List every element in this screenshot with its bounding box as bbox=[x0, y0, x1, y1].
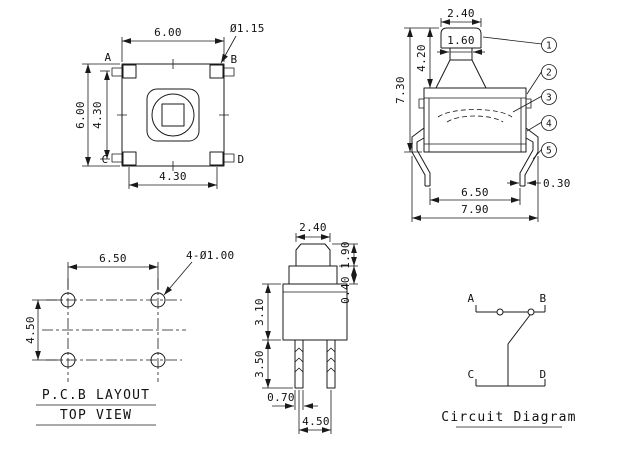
stem-cap bbox=[440, 27, 482, 48]
callout-3: 3 bbox=[512, 89, 557, 113]
terminal-a-label: A bbox=[468, 292, 475, 305]
pcb-caption-line2: TOP VIEW bbox=[60, 408, 132, 423]
mounting-hole-bl bbox=[60, 352, 76, 368]
callout-5-circle bbox=[541, 142, 557, 158]
lead-pin-right bbox=[326, 339, 336, 389]
stem-collar bbox=[288, 265, 338, 285]
hole-note-leader bbox=[163, 261, 193, 296]
dim-total-height-label: 7.30 bbox=[394, 76, 407, 104]
dim-lead-thick-label: 0.30 bbox=[543, 177, 571, 190]
dim-sv-cap-w-label: 2.40 bbox=[299, 221, 327, 234]
contact-dome-lower bbox=[446, 115, 504, 123]
dim-left-height-label: 6.00 bbox=[74, 101, 87, 129]
dim-neck-w-label: 1.60 bbox=[447, 34, 475, 47]
contact-node-right bbox=[527, 308, 535, 316]
pin-crimp-right bbox=[326, 347, 336, 373]
circuit-diagram: A B C D Circuit Diagram bbox=[441, 292, 576, 428]
base-seams bbox=[424, 97, 526, 152]
dim-hole-h-label: 6.50 bbox=[99, 252, 127, 265]
terminal-label-d: D bbox=[238, 153, 245, 166]
circuit-caption: Circuit Diagram bbox=[441, 410, 576, 425]
dim-top-width-label: 6.00 bbox=[154, 26, 182, 39]
pin-crimp-left bbox=[294, 347, 304, 373]
body-side bbox=[282, 283, 348, 341]
switch-outline bbox=[121, 63, 225, 167]
corner-pin-c bbox=[111, 151, 137, 166]
callout-1-number: 1 bbox=[546, 41, 552, 52]
lead-right bbox=[519, 127, 539, 187]
callout-4-circle bbox=[541, 115, 557, 131]
dim-lead-pitch-label: 4.50 bbox=[302, 415, 330, 428]
front-view: 2.40 1.60 4.20 7.30 0.30 6.50 7.90 1 2 bbox=[394, 7, 571, 222]
top-view: 6.00 Ø1.15 6.00 4.30 4.30 A B C D bbox=[74, 22, 265, 189]
centerline-ticks bbox=[117, 59, 229, 171]
dim-span-inner-label: 6.50 bbox=[461, 186, 489, 199]
callout-5: 5 bbox=[532, 142, 557, 160]
mounting-hole-tr bbox=[150, 292, 166, 308]
corner-pin-a bbox=[111, 64, 137, 79]
terminal-d-label: D bbox=[540, 368, 547, 381]
dim-sv-body-h-label: 3.10 bbox=[253, 298, 266, 326]
dim-sv-lead-len-label: 3.50 bbox=[253, 350, 266, 378]
dim-pin-cols-label: 4.30 bbox=[159, 170, 187, 183]
dim-hole-h-ext bbox=[67, 262, 159, 290]
dim-span-outer-ext bbox=[411, 156, 539, 222]
terminal-b-label: B bbox=[540, 292, 547, 305]
pin-dia-label: Ø1.15 bbox=[230, 22, 265, 35]
lead-pins-side bbox=[294, 339, 336, 389]
pin-dia-leader bbox=[220, 35, 237, 64]
cover-tab-right bbox=[525, 98, 532, 109]
dim-cap-w-label: 2.40 bbox=[447, 7, 475, 20]
callout-4: 4 bbox=[526, 115, 557, 132]
lead-pin-left bbox=[294, 339, 304, 389]
terminal-label-c: C bbox=[102, 153, 109, 166]
dim-stem-height-label: 4.20 bbox=[415, 44, 428, 72]
callout-2-circle bbox=[541, 64, 557, 80]
callout-1-circle bbox=[541, 37, 557, 53]
stem-skirt bbox=[435, 47, 487, 89]
callout-2: 2 bbox=[526, 64, 557, 95]
callout-3-circle bbox=[541, 89, 557, 105]
circuit-wires bbox=[475, 305, 546, 387]
callout-3-number: 3 bbox=[546, 93, 552, 104]
stem-cap-side bbox=[295, 243, 331, 267]
terminal-label-b: B bbox=[231, 53, 238, 66]
mounting-hole-tl bbox=[60, 292, 76, 308]
dim-sv-cap-h-label: 1.90 bbox=[339, 241, 352, 269]
callout-5-number: 5 bbox=[546, 146, 552, 157]
pcb-caption-line1: P.C.B LAYOUT bbox=[42, 388, 150, 403]
corner-pin-b bbox=[209, 64, 235, 79]
pcb-layout: 6.50 4-Ø1.00 4.50 P.C.B LAYOUT TOP VIEW bbox=[24, 249, 234, 426]
dim-hole-v-label: 4.50 bbox=[24, 316, 37, 344]
actuator-button bbox=[151, 93, 195, 137]
actuator-frame bbox=[146, 88, 200, 142]
dim-sv-cap-w-ext bbox=[295, 233, 331, 242]
side-view: 2.40 1.90 0.40 3.10 3.50 0.70 4.50 bbox=[253, 221, 358, 434]
callout-1: 1 bbox=[482, 36, 557, 53]
switch-base bbox=[423, 87, 527, 153]
cover-tab-left bbox=[418, 98, 425, 109]
actuator-plunger bbox=[161, 103, 185, 127]
hole-centerlines bbox=[42, 278, 186, 382]
hole-note-label: 4-Ø1.00 bbox=[186, 249, 234, 262]
callout-2-number: 2 bbox=[546, 68, 552, 79]
terminal-label-a: A bbox=[105, 51, 112, 64]
dim-sv-collar-h-label: 0.40 bbox=[339, 276, 352, 304]
callout-4-number: 4 bbox=[546, 119, 552, 130]
lead-left bbox=[411, 127, 431, 187]
dim-lead-w-ext bbox=[294, 390, 304, 410]
dim-pin-rows-label: 4.30 bbox=[91, 101, 104, 129]
dim-span-outer-label: 7.90 bbox=[461, 203, 489, 216]
corner-pin-d bbox=[209, 151, 235, 166]
contact-node-left bbox=[496, 308, 504, 316]
terminal-c-label: C bbox=[468, 368, 475, 381]
mounting-hole-br bbox=[150, 352, 166, 368]
dim-lead-pitch-ext bbox=[298, 390, 332, 434]
dim-lead-w-label: 0.70 bbox=[267, 391, 295, 404]
dim-sv-left-ext bbox=[262, 283, 293, 389]
